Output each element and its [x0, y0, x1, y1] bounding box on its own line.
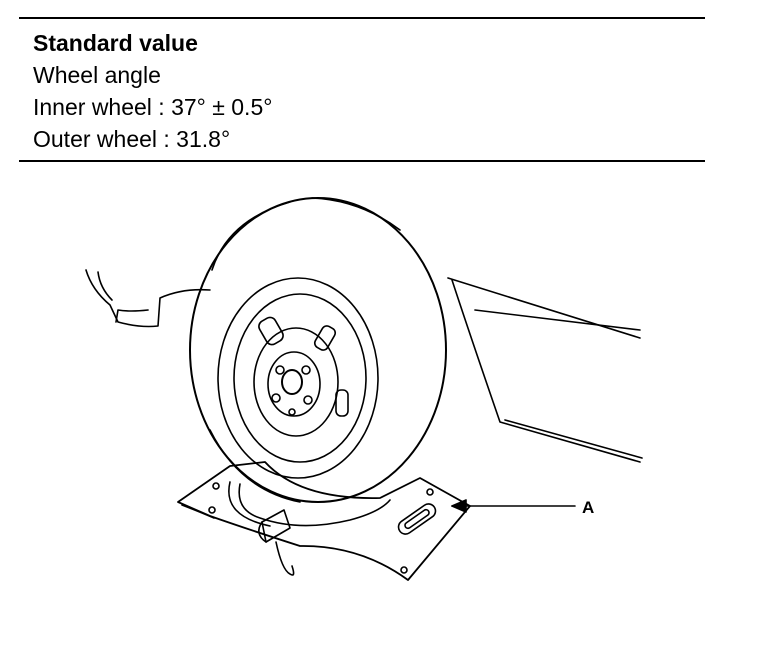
wheel-rim: [217, 277, 379, 479]
standard-value-box: Standard value Wheel angle Inner wheel :…: [19, 17, 705, 162]
vehicle-body-right: [447, 277, 643, 463]
callout-label-a: A: [582, 498, 595, 517]
gauge-pointer-and-cable: [258, 509, 295, 576]
tire: [189, 197, 447, 503]
spec-inner-wheel: Inner wheel : 37° ± 0.5°: [33, 94, 273, 120]
wheel-on-turntable-illustration: [85, 197, 643, 581]
callout-arrow: [451, 499, 576, 513]
vehicle-body-left: [85, 269, 211, 328]
turntable-plate: [177, 461, 471, 581]
spec-wheel-angle: Wheel angle: [33, 62, 161, 88]
spec-outer-wheel: Outer wheel : 31.8°: [33, 126, 231, 152]
spec-title: Standard value: [33, 30, 198, 56]
turning-radius-gauge-figure: A: [0, 160, 768, 646]
